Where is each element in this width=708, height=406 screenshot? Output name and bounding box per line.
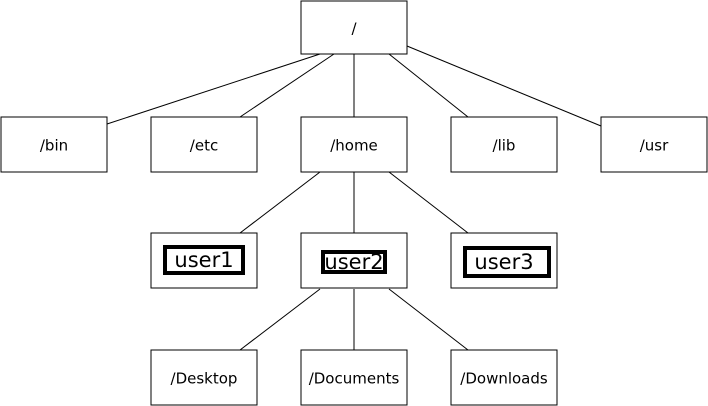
node-label-lib: /lib xyxy=(493,137,516,155)
node-label-documents: /Documents xyxy=(309,370,400,388)
node-box-lib xyxy=(450,116,558,173)
node-box-bin xyxy=(0,116,108,173)
node-user3: user3 xyxy=(450,232,558,289)
node-user1: user1 xyxy=(150,232,258,289)
node-root: / xyxy=(300,0,408,55)
node-label-usr: /usr xyxy=(640,137,669,155)
node-box-documents xyxy=(300,349,408,406)
node-box-usr xyxy=(600,116,708,173)
node-documents: /Documents xyxy=(300,349,408,406)
node-home: /home xyxy=(300,116,408,173)
edge-root-bin xyxy=(106,53,321,125)
edge-home-user3 xyxy=(388,171,469,234)
node-box-downloads xyxy=(450,349,558,406)
node-box-user1 xyxy=(150,232,258,289)
highlight-frame-user3 xyxy=(463,246,551,278)
highlight-frame-user2 xyxy=(321,250,387,274)
node-user2: user2 xyxy=(300,232,408,289)
edge-user2-downloads xyxy=(388,288,469,351)
edge-root-lib xyxy=(388,53,469,118)
node-box-root xyxy=(300,0,408,55)
node-label-user2: user2 xyxy=(324,250,383,274)
node-lib: /lib xyxy=(450,116,558,173)
node-label-user3: user3 xyxy=(474,250,533,274)
tree-edges xyxy=(106,45,602,351)
node-label-downloads: /Downloads xyxy=(460,370,548,388)
edge-root-usr xyxy=(406,45,602,127)
node-bin: /bin xyxy=(0,116,108,173)
edge-user2-desktop xyxy=(239,288,321,351)
node-box-home xyxy=(300,116,408,173)
node-box-user2 xyxy=(300,232,408,289)
edge-root-etc xyxy=(239,53,335,118)
node-box-etc xyxy=(150,116,258,173)
node-label-etc: /etc xyxy=(190,137,218,155)
node-box-desktop xyxy=(150,349,258,406)
node-label-home: /home xyxy=(330,137,378,155)
node-label-bin: /bin xyxy=(40,137,68,155)
node-label-user1: user1 xyxy=(174,248,233,272)
node-etc: /etc xyxy=(150,116,258,173)
node-desktop: /Desktop xyxy=(150,349,258,406)
highlight-frame-user1 xyxy=(163,245,245,275)
node-label-desktop: /Desktop xyxy=(171,370,238,388)
node-usr: /usr xyxy=(600,116,708,173)
node-label-root: / xyxy=(351,20,357,38)
edge-home-user1 xyxy=(239,171,321,234)
node-downloads: /Downloads xyxy=(450,349,558,406)
node-box-user3 xyxy=(450,232,558,289)
